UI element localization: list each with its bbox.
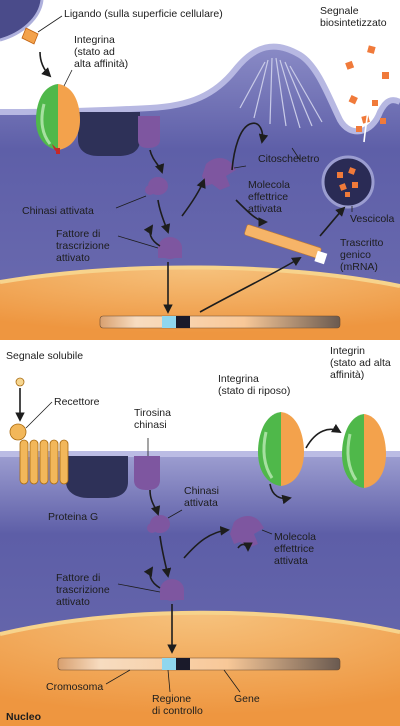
- effector-molecule-bottom: [230, 516, 264, 548]
- cytoskeleton-fibers: [239, 57, 323, 129]
- integrin-high-label-3: affinità): [330, 369, 364, 381]
- mrna-label-1: Trascritto: [340, 237, 384, 249]
- tyrosine-kinase-label-2: chinasi: [134, 419, 167, 431]
- control-region-bottom: [162, 658, 176, 670]
- vesicle-top: [321, 155, 375, 209]
- labels-bottom: Segnale solubile Recettore Tirosina chin…: [6, 345, 391, 723]
- control-region-top: [162, 316, 176, 328]
- tf-label-b3: attivato: [56, 596, 90, 608]
- gene-label: Gene: [234, 693, 260, 705]
- neighbor-cell: [0, 0, 42, 40]
- g-protein-top: [78, 112, 140, 156]
- soluble-signal-molecule: [15, 377, 25, 387]
- integrin-high-label-1: Integrin: [330, 345, 365, 357]
- kinase-label-1: Chinasi: [184, 485, 219, 497]
- kinase-label: Chinasi attivata: [22, 205, 94, 217]
- activated-kinase-bottom: [147, 515, 170, 533]
- dna-strand-top: [99, 315, 341, 329]
- nucleus-top: [0, 267, 400, 340]
- kinase-label-2: attivata: [184, 497, 218, 509]
- labels-top: Ligando (sulla superficie cellulare) Int…: [22, 5, 395, 273]
- dna-strand-bottom: [57, 657, 341, 671]
- ligand-top: [21, 27, 39, 45]
- integrin-high-label-2: (stato ad alta: [330, 357, 391, 369]
- nucleus-label: Nucleo: [6, 711, 41, 723]
- plasma-membrane-top: [0, 43, 400, 135]
- tyrosine-kinase-label-1: Tirosina: [134, 407, 171, 419]
- mrna-transcript-top: [244, 224, 328, 265]
- secreted-signal-particles: [345, 45, 389, 132]
- tf-label-b1: Fattore di: [56, 572, 100, 584]
- transcription-factor-top: [158, 237, 182, 259]
- vesicle-label: Vescicola: [350, 213, 395, 225]
- control-region-label-1: Regione: [152, 693, 191, 705]
- tyrosine-kinase-top: [138, 116, 160, 148]
- integrin-label-1: Integrina: [74, 34, 115, 46]
- tf-label-b2: trascrizione: [56, 584, 110, 596]
- arrows-bottom: [15, 388, 342, 654]
- receptor: [9, 423, 69, 485]
- integrin-rest-label-2: (stato di riposo): [218, 385, 290, 397]
- integrin-rest-label-1: Integrina: [218, 373, 259, 385]
- tyrosine-kinase-bottom: [134, 456, 160, 490]
- leader-lines-bottom: [25, 401, 273, 693]
- ligand-label: Ligando (sulla superficie cellulare): [64, 8, 223, 20]
- cytoskeleton-label: Citoscheletro: [258, 153, 319, 165]
- integrin-label-2: (stato ad: [74, 46, 115, 58]
- effector-label-2: effettrice: [248, 191, 288, 203]
- arrows-top: [39, 51, 346, 314]
- effector-label-b2: effettrice: [274, 543, 314, 555]
- receptor-label: Recettore: [54, 396, 100, 408]
- signal-label-2: biosintetizzato: [320, 17, 387, 29]
- transcription-factor-bottom: [160, 579, 184, 601]
- g-protein-label: Proteina G: [48, 511, 98, 523]
- effector-label-3: attivata: [248, 203, 282, 215]
- signal-label-1: Segnale: [320, 5, 359, 17]
- chromosome-label: Cromosoma: [46, 681, 103, 693]
- soluble-signal-label: Segnale solubile: [6, 350, 83, 362]
- control-region-label-2: di controllo: [152, 705, 203, 717]
- integrin-top: [36, 84, 80, 154]
- tf-label-1: Fattore di: [56, 228, 100, 240]
- bottom-panel: Segnale solubile Recettore Tirosina chin…: [0, 345, 400, 726]
- integrin-high-affinity: [342, 414, 386, 488]
- effector-label-1: Molecola: [248, 179, 290, 191]
- integrin-resting: [258, 412, 304, 486]
- mrna-label-3: (mRNA): [340, 261, 378, 273]
- g-protein-bottom: [66, 456, 128, 498]
- tf-label-3: attivato: [56, 252, 90, 264]
- top-panel: Ligando (sulla superficie cellulare) Int…: [0, 0, 400, 340]
- effector-label-b3: attivata: [274, 555, 308, 567]
- effector-label-b1: Molecola: [274, 531, 316, 543]
- tf-label-2: trascrizione: [56, 240, 110, 252]
- mrna-label-2: genico: [340, 249, 371, 261]
- effector-molecule-top: [202, 158, 236, 190]
- leader-lines-top: [37, 15, 353, 249]
- activated-kinase-top: [145, 177, 168, 195]
- integrin-label-3: alta affinità): [74, 58, 128, 70]
